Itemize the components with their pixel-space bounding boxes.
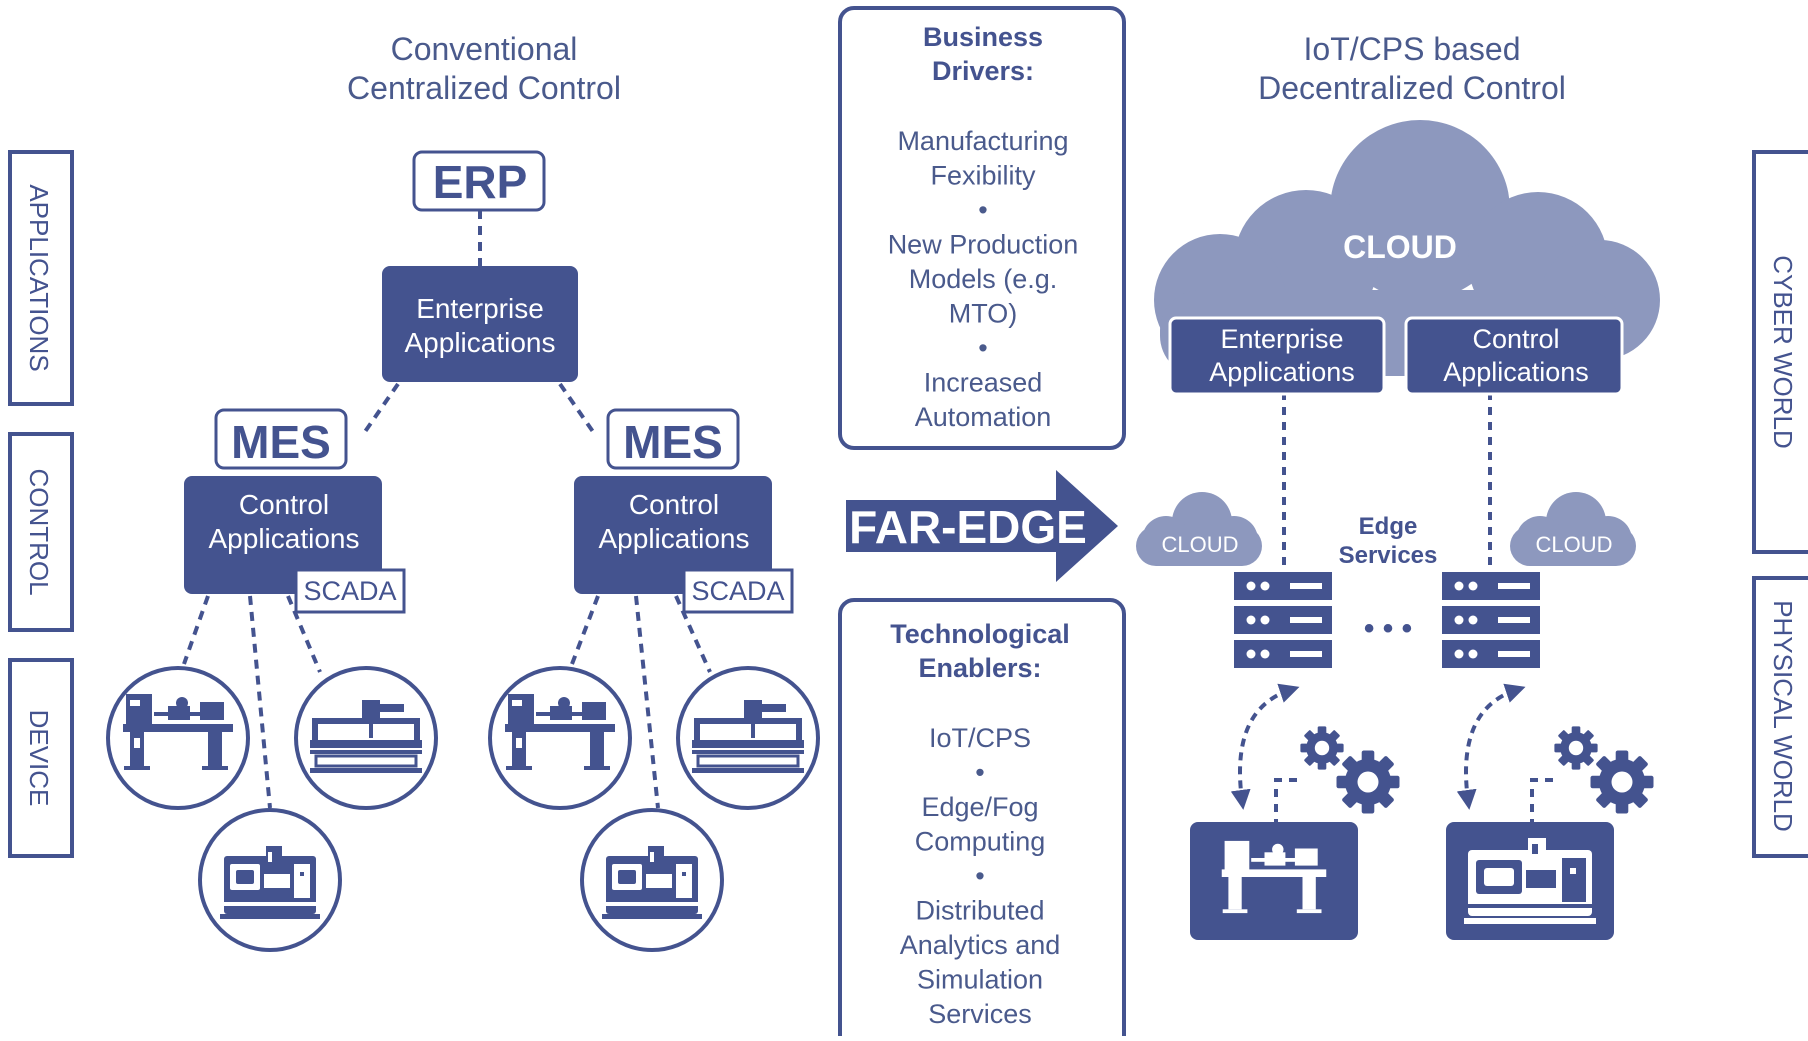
left-heading-line1: Conventional [391,31,578,67]
bidirectional-arrow-left [1230,683,1300,810]
tech-title-line2: Enablers: [918,653,1041,683]
right-control-line2: Applications [1443,357,1589,387]
side-label-cyber-world-box: CYBER WORLD [1752,150,1808,554]
device-gantry-circle-1 [294,666,438,810]
side-label-device-box: DEVICE [8,658,74,858]
tech-enabler-item: IoT/CPS [929,723,1031,753]
mes-box-left: MES [214,408,348,470]
small-cloud-right-label: CLOUD [1535,532,1612,557]
scada-label-right: SCADA [691,576,784,606]
right-enterprise-applications-box: Enterprise Applications [1168,316,1386,396]
right-control-line1: Control [1472,324,1559,354]
side-label-physical-world-box: PHYSICAL WORLD [1752,576,1808,858]
edge-services-line1: Edge [1359,513,1418,540]
left-enterprise-line1: Enterprise [416,293,544,324]
business-driver-bullet: • [978,195,987,225]
tech-title-line1: Technological [890,619,1070,649]
right-heading-line1: IoT/CPS based [1304,31,1521,67]
edge-server-right [1442,572,1540,668]
business-title-line1: Business [923,22,1043,52]
machine-lathe-right [1190,822,1358,940]
gears-icon-right [1554,726,1654,814]
mes-box-right: MES [606,408,740,470]
scada-label-left: SCADA [303,576,396,606]
tech-enabler-item: Simulation [917,965,1043,995]
main-cloud: CLOUD [1154,120,1660,376]
business-driver-bullet: • [978,333,987,363]
erp-box: ERP [412,150,546,212]
business-driver-item: Automation [915,402,1052,432]
mes-label-left: MES [231,416,331,468]
tech-enabler-item: Edge/Fog [921,792,1038,822]
small-cloud-left: CLOUD [1136,492,1262,566]
left-control-line1: Control [239,489,329,520]
left-control-applications-box-1: Control Applications SCADA [184,476,406,614]
erp-label: ERP [433,156,528,208]
tech-enabler-item: Services [928,999,1032,1029]
device-lathe-circle-2 [488,666,632,810]
machine-cnc-right [1446,822,1614,940]
business-driver-item: Models (e.g. [909,264,1058,294]
mes-label-right: MES [623,416,723,468]
business-drivers-box: Business Drivers: ManufacturingFexibilit… [838,6,1126,450]
tech-enabler-item: Analytics and [900,930,1061,960]
device-cnc-circle-2 [580,808,724,952]
device-gantry-circle-2 [676,666,820,810]
small-cloud-right: CLOUD [1510,492,1636,566]
right-enterprise-line2: Applications [1209,357,1355,387]
left-control-line1-b: Control [629,489,719,520]
far-edge-label: FAR-EDGE [849,501,1087,553]
left-control-applications-box-2: Control Applications SCADA [574,476,794,614]
right-heading-line2: Decentralized Control [1258,70,1566,106]
main-cloud-label: CLOUD [1343,229,1457,265]
side-label-control: CONTROL [24,468,54,595]
business-driver-item: Manufacturing [897,126,1068,156]
edge-server-left [1234,572,1332,668]
left-control-line2: Applications [209,523,360,554]
device-cnc-circle-1 [198,808,342,952]
side-label-cyber-world: CYBER WORLD [1768,255,1798,449]
edge-services-line2: Services [1339,542,1438,569]
business-driver-item: MTO) [949,299,1018,329]
gears-icon-left [1300,726,1400,814]
edge-ellipsis: • • • [1364,612,1412,645]
left-control-line2-b: Applications [599,523,750,554]
right-control-applications-box: Control Applications [1404,316,1624,396]
right-enterprise-line1: Enterprise [1220,324,1343,354]
side-label-physical-world: PHYSICAL WORLD [1768,600,1798,832]
left-heading-line2: Centralized Control [347,70,621,106]
left-enterprise-line2: Applications [405,327,556,358]
business-driver-item: New Production [888,230,1079,260]
bidirectional-arrow-right [1456,683,1526,810]
side-label-device: DEVICE [24,710,54,807]
tech-enabler-item: Computing [915,827,1046,857]
tech-enabler-bullet: • [975,758,984,788]
side-label-applications: APPLICATIONS [24,184,54,371]
tech-enabler-item: Distributed [915,896,1044,926]
business-driver-item: Fexibility [930,161,1036,191]
business-driver-item: Increased [924,368,1043,398]
left-enterprise-applications-box: Enterprise Applications [382,266,578,382]
side-label-applications-box: APPLICATIONS [8,150,74,406]
left-connectors [182,210,712,809]
tech-enabler-bullet: • [975,861,984,891]
side-label-control-box: CONTROL [8,432,74,632]
technological-enablers-box: Technological Enablers: IoT/CPS • Edge/Fog… [838,598,1126,1041]
business-title-line2: Drivers: [932,56,1034,86]
small-cloud-left-label: CLOUD [1161,532,1238,557]
far-edge-arrow: FAR-EDGE [846,470,1118,582]
device-lathe-circle-1 [106,666,250,810]
